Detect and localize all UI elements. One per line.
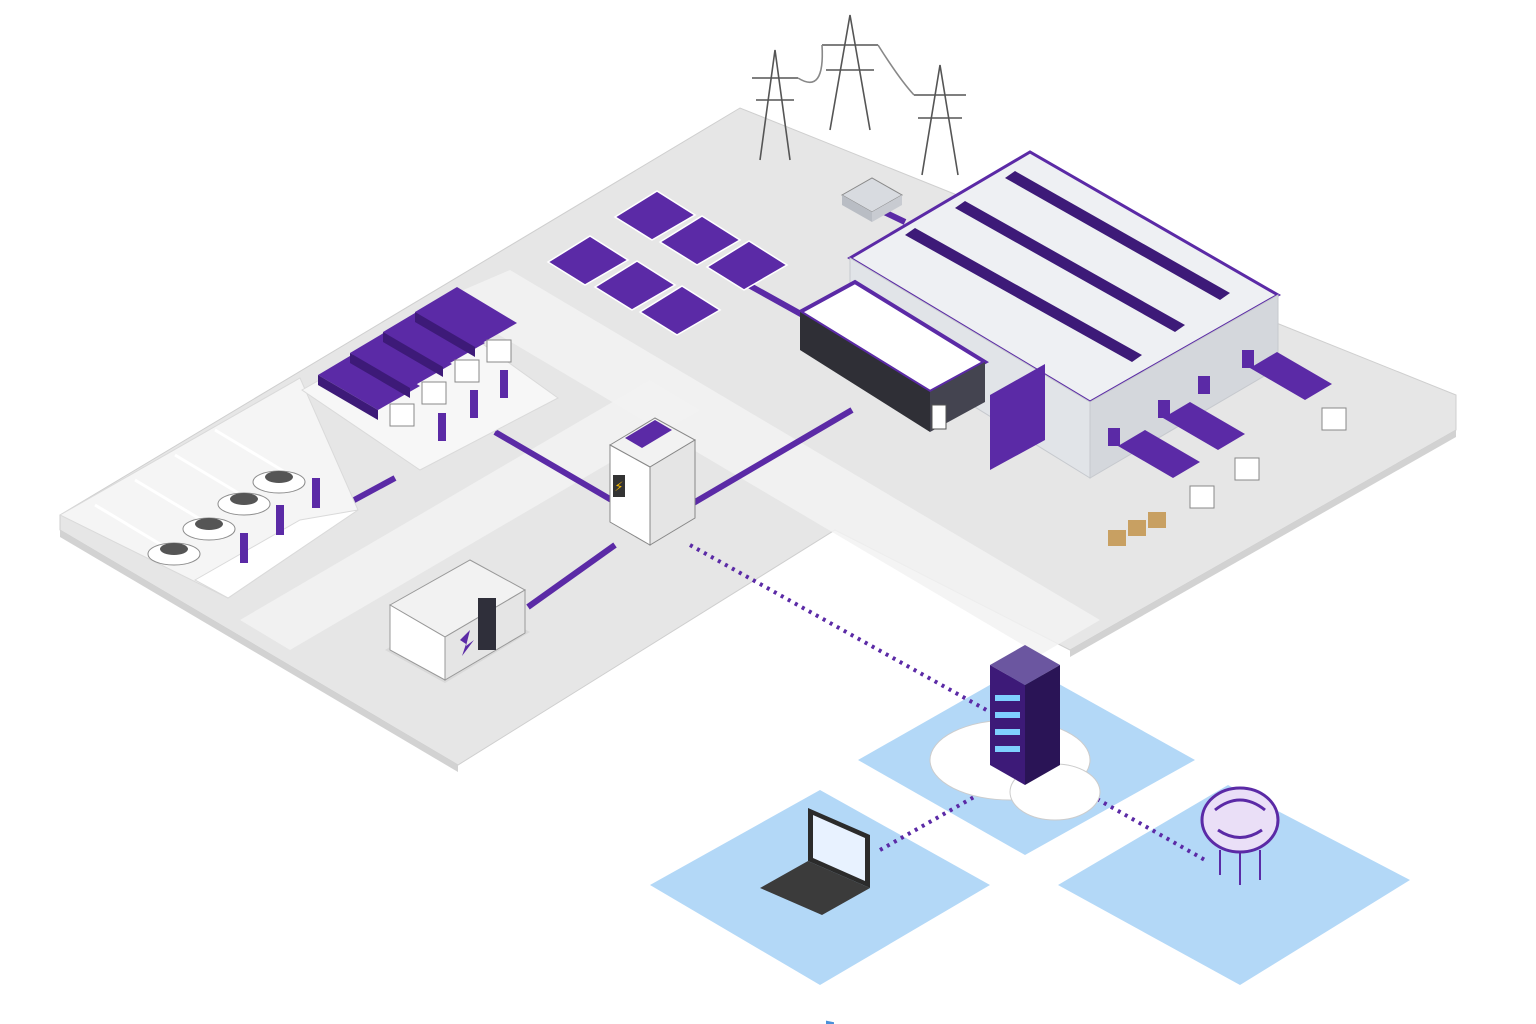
- car: [182, 517, 236, 541]
- transmission-tower-icon: [752, 14, 966, 176]
- car: [252, 470, 306, 494]
- solar-panel-icon: [546, 190, 789, 336]
- charger-badge: ⚡: [614, 480, 623, 495]
- truck: [1118, 430, 1215, 509]
- cargo-crates: [1108, 512, 1166, 546]
- truck: [318, 350, 420, 427]
- skylight: [905, 171, 1230, 362]
- office-block: [796, 279, 989, 432]
- ai-tile: [1058, 785, 1410, 985]
- battery-storage-icon: [385, 559, 530, 683]
- ev-charger-icon: [438, 370, 508, 441]
- laptop-dashboard-icon: [760, 808, 870, 1024]
- car: [217, 492, 271, 516]
- data-connections: [689, 543, 1206, 862]
- central-energy-controller: ⚡: [608, 417, 697, 546]
- transformer-icon: [840, 177, 904, 222]
- loading-dock: [1108, 350, 1254, 446]
- truck-depot: [301, 287, 559, 471]
- warehouse: [796, 150, 1347, 546]
- server-rack-icon: [990, 645, 1060, 785]
- truck: [415, 287, 517, 363]
- ai-brain-icon: [1200, 786, 1280, 885]
- truck: [1163, 402, 1260, 481]
- truck: [350, 328, 452, 405]
- car: [147, 542, 201, 566]
- ev-charger-icon: [240, 478, 320, 563]
- truck: [1250, 352, 1347, 431]
- truck: [383, 307, 485, 383]
- ev-parking-pad: [58, 377, 359, 599]
